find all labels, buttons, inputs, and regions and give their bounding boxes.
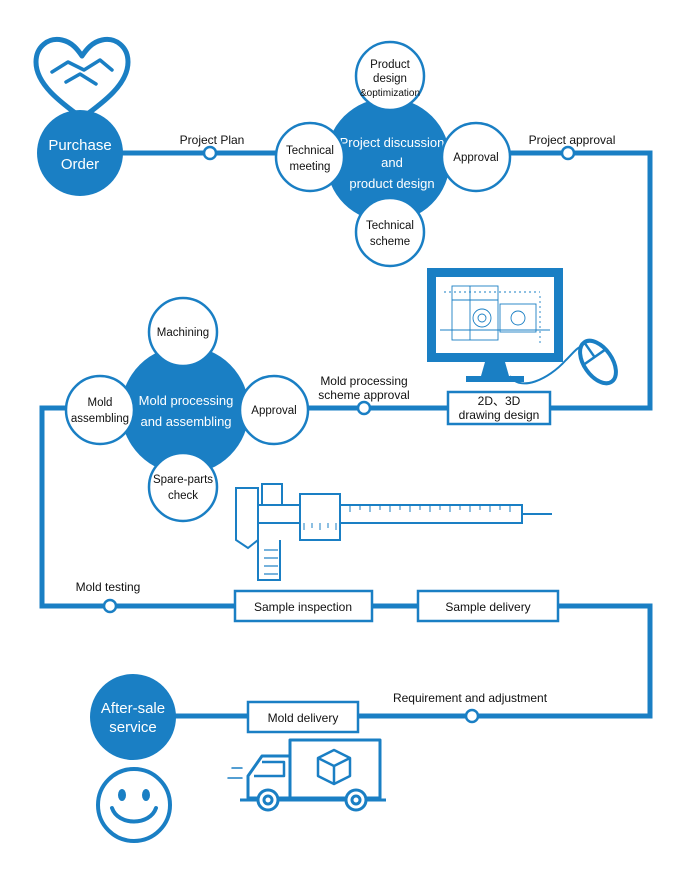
mold-assembling-line1: Mold [88, 397, 113, 409]
label-mold-scheme-1: Mold processing [320, 374, 407, 388]
mold-delivery-label: Mold delivery [268, 711, 339, 725]
box-sample-inspection: Sample inspection [233, 589, 374, 623]
sample-inspection-label: Sample inspection [254, 600, 352, 614]
label-mold-scheme-2: scheme approval [318, 388, 409, 402]
box-drawing-design: 2D、3D drawing design [446, 390, 552, 426]
after-sale-line2: service [109, 719, 157, 736]
drawing-line2: drawing design [459, 408, 540, 422]
waypoint-project-plan [202, 145, 218, 161]
spare-parts-line1: Spare-parts [153, 474, 213, 486]
spare-parts-line2: check [168, 490, 198, 502]
technical-scheme-line2: scheme [370, 236, 410, 248]
box-sample-delivery: Sample delivery [416, 589, 560, 623]
approval-1-label: Approval [453, 152, 498, 164]
technical-scheme-line1: Technical [366, 220, 414, 232]
purchase-order-line2: Order [61, 156, 99, 173]
label-project-approval: Project approval [529, 133, 616, 147]
product-design-line2: design [373, 73, 407, 85]
box-mold-delivery: Mold delivery [246, 700, 360, 734]
computer-monitor-icon [427, 268, 563, 382]
sample-delivery-label: Sample delivery [445, 600, 530, 614]
label-requirement: Requirement and adjustment [393, 691, 548, 705]
waypoints [102, 145, 576, 724]
delivery-truck-icon [227, 738, 386, 812]
product-design-line1: Product [370, 59, 410, 71]
line-assembling-to-sample [39, 405, 235, 609]
hub1-line1: Project discussion [340, 135, 445, 150]
hub1-line3: product design [349, 176, 434, 191]
node-approval-2: Approval [238, 374, 310, 446]
node-approval-1: Approval [440, 121, 512, 193]
hub-mold-processing: Mold processing and assembling Machining… [64, 296, 310, 523]
technical-meeting-line2: meeting [290, 161, 331, 173]
node-machining: Machining [147, 296, 219, 368]
after-sale-service-node: After-sale service [90, 674, 176, 760]
drawing-line1: 2D、3D [478, 394, 521, 408]
node-product-design: Product design &optimization [354, 40, 426, 112]
purchase-order-node: Purchase Order [37, 110, 123, 196]
node-spare-parts-check: Spare-parts check [147, 451, 219, 523]
smiley-face-icon [96, 767, 172, 843]
purchase-order-line1: Purchase [48, 137, 111, 154]
line-delivery-to-mold [358, 603, 653, 719]
label-project-plan: Project Plan [180, 133, 245, 147]
handshake-heart-icon [33, 36, 131, 121]
after-sale-line1: After-sale [101, 700, 165, 717]
machining-label: Machining [157, 327, 209, 339]
hub1-line2: and [381, 155, 403, 170]
label-mold-testing: Mold testing [76, 580, 141, 594]
node-technical-scheme: Technical scheme [354, 196, 426, 268]
mold-assembling-line2: assembling [71, 413, 129, 425]
waypoint-mold-scheme [356, 400, 372, 416]
waypoint-project-approval [560, 145, 576, 161]
product-design-line3: &optimization [360, 88, 420, 99]
caliper-icon [235, 483, 552, 581]
mouse-icon [509, 338, 618, 386]
technical-meeting-line1: Technical [286, 145, 334, 157]
node-technical-meeting: Technical meeting [274, 121, 346, 193]
hub2-line2: and assembling [140, 414, 231, 429]
waypoint-requirement [464, 708, 480, 724]
waypoint-mold-testing [102, 598, 118, 614]
node-mold-assembling: Mold assembling [64, 374, 136, 446]
hub2-line1: Mold processing [139, 393, 234, 408]
hub-project-discussion: Project discussion and product design Pr… [274, 40, 512, 268]
approval-2-label: Approval [251, 405, 296, 417]
